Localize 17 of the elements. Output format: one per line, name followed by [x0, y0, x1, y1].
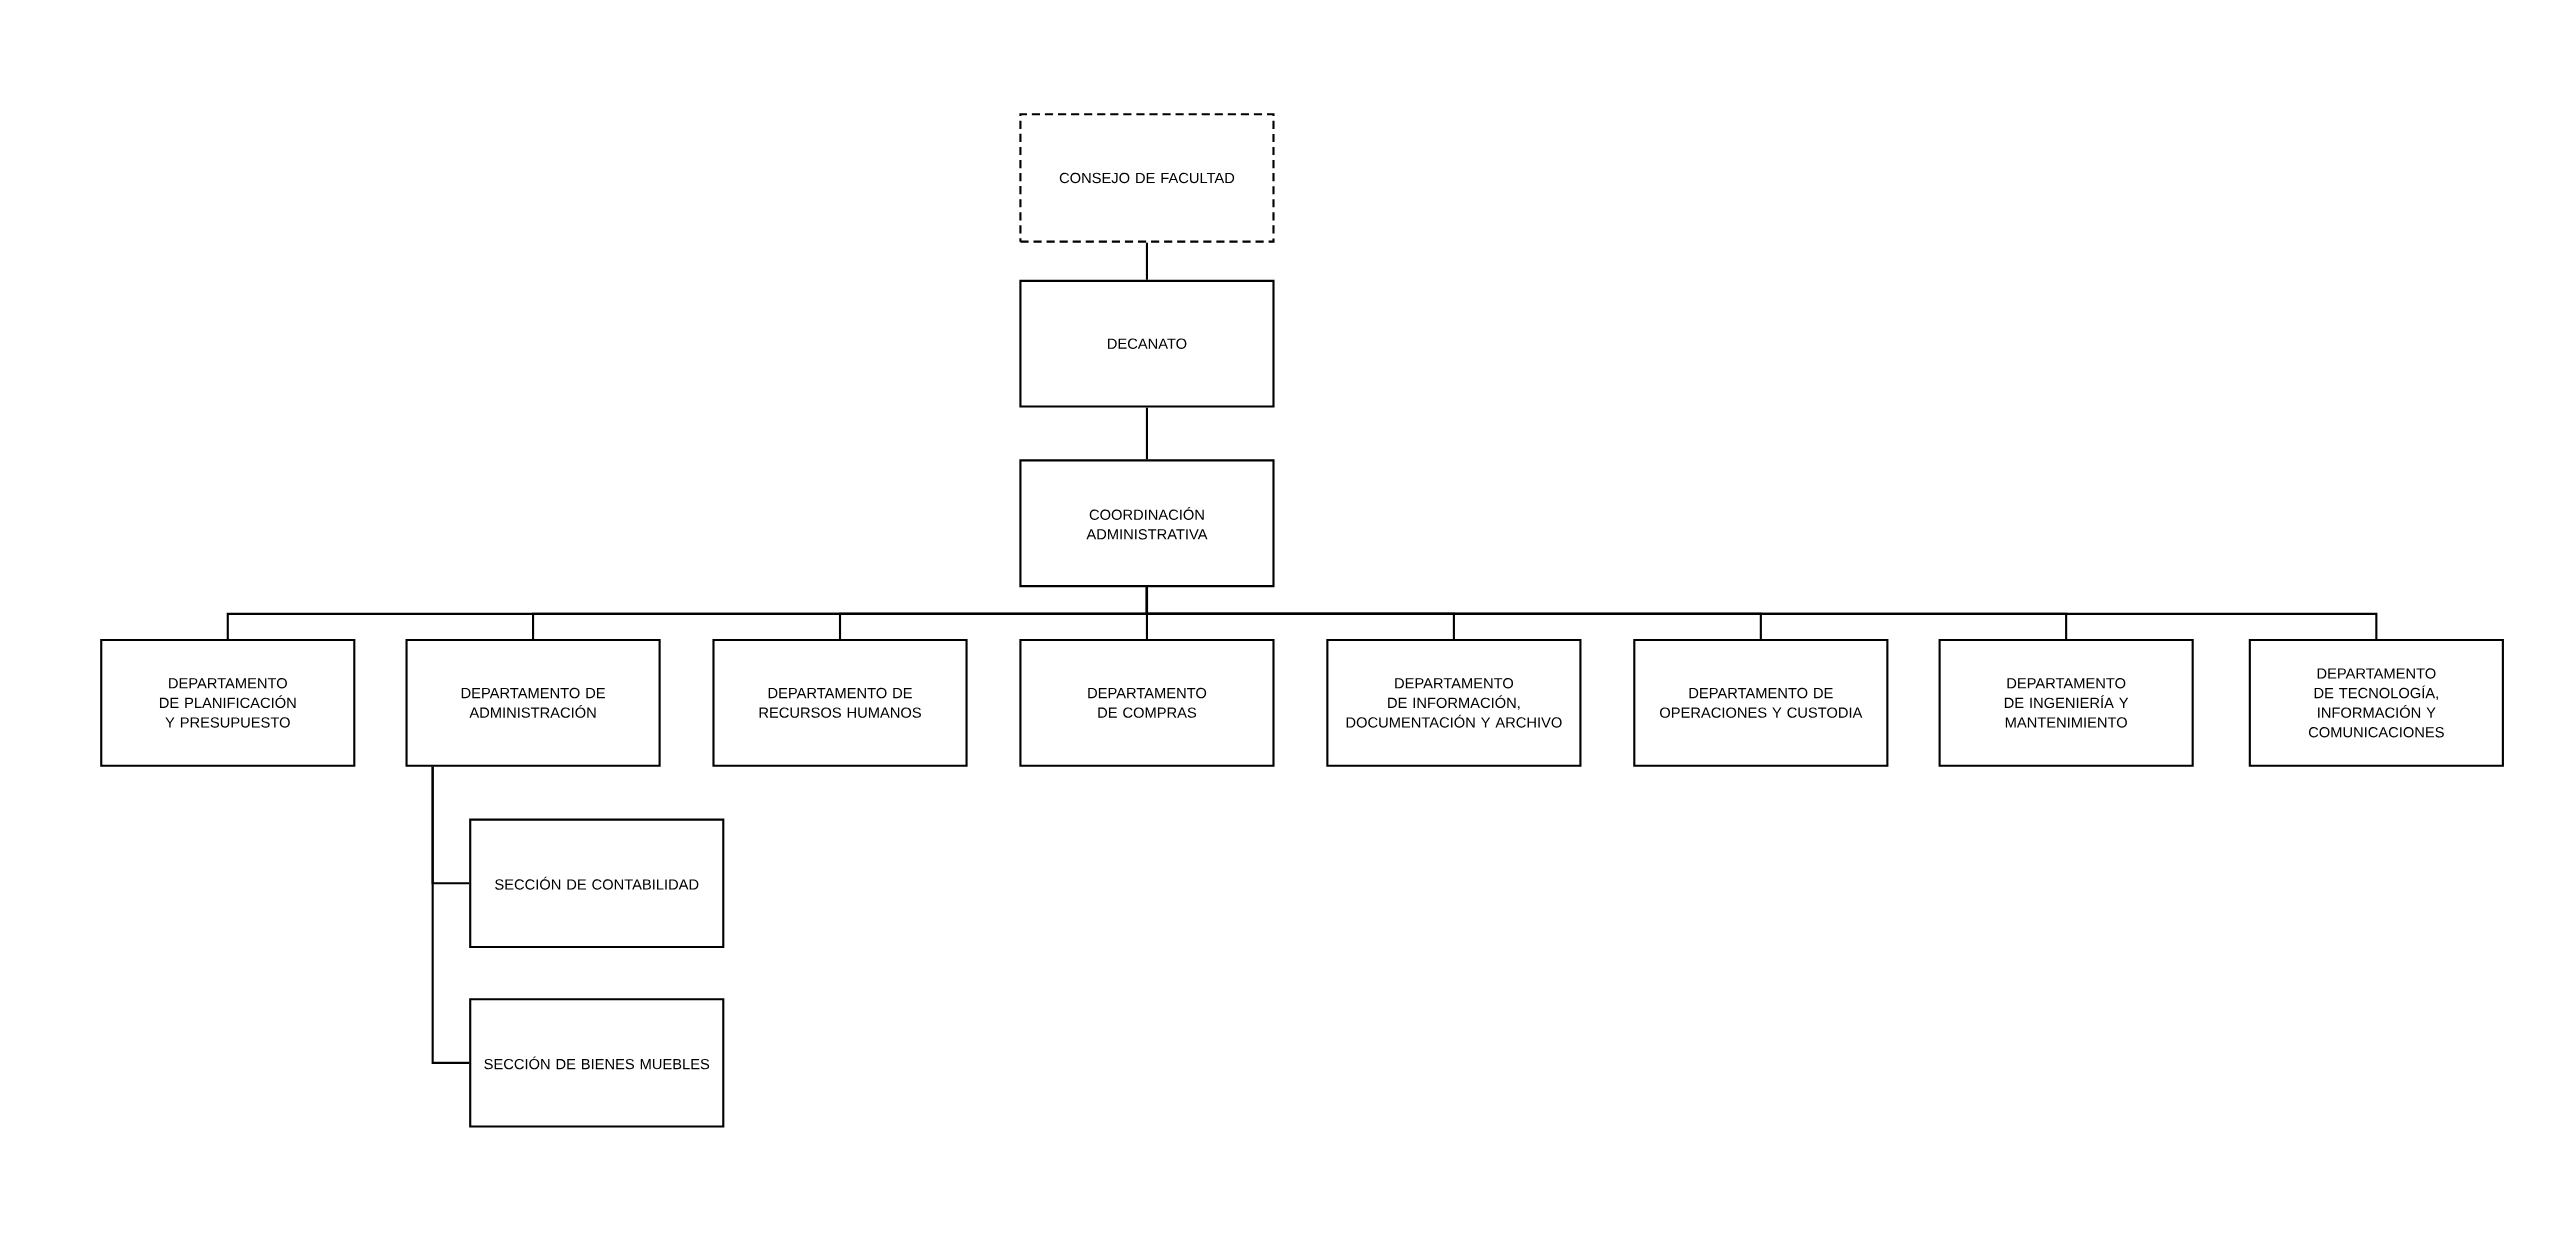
connector-line [1145, 407, 1148, 460]
section-box: SECCIÓN DE BIENES MUEBLES [469, 998, 725, 1128]
department-box: DEPARTAMENTO DE TECNOLOGÍA, INFORMACIÓN Y COMUNICACIONES [2248, 638, 2504, 767]
department-box: DEPARTAMENTO DE OPERACIONES Y CUSTODIA [1633, 638, 1889, 767]
connector-line [1145, 587, 2378, 639]
org-box: CONSEJO DE FACULTAD [1019, 113, 1275, 243]
department-box: DEPARTAMENTO DE COMPRAS [1019, 638, 1275, 767]
connector-line [431, 766, 470, 1064]
department-box: DEPARTAMENTO DE PLANIFICACIÓN Y PRESUPUESTO [100, 638, 356, 767]
department-box: DEPARTAMENTO DE INFORMACIÓN, DOCUMENTACIÓN Y ARCHIVO [1326, 638, 1582, 767]
org-box: COORDINACIÓN ADMINISTRATIVA [1019, 459, 1275, 588]
department-box: DEPARTAMENTO DE RECURSOS HUMANOS [712, 638, 968, 767]
department-box: DEPARTAMENTO DE ADMINISTRACIÓN [405, 638, 661, 767]
section-box: SECCIÓN DE CONTABILIDAD [469, 818, 725, 948]
connector-line [1145, 242, 1148, 280]
org-box: DECANATO [1019, 279, 1275, 408]
department-box: DEPARTAMENTO DE INGENIERÍA Y MANTENIMIENTO [1938, 638, 2194, 767]
